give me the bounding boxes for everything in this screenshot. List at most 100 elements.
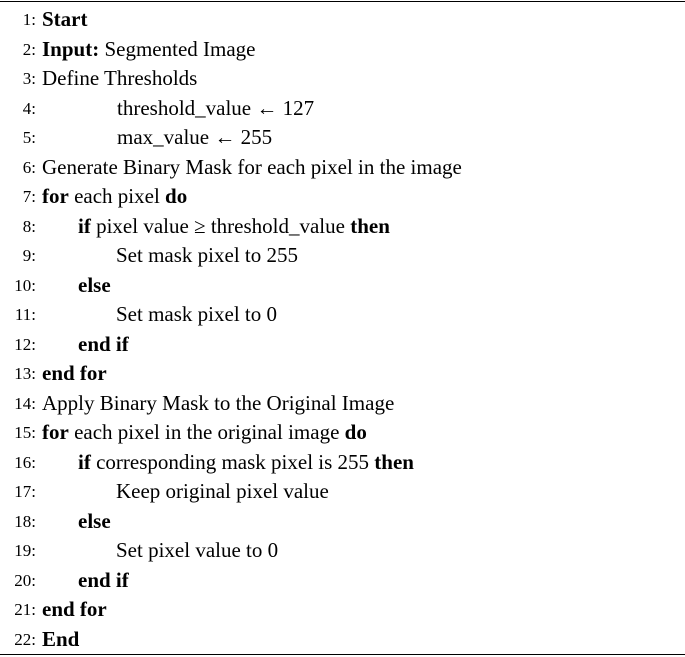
keyword: then (374, 449, 414, 474)
statement-text: Segmented Image (99, 36, 256, 61)
line-number: 13: (14, 364, 36, 383)
algorithm-line: 19: Set pixel value to 0 (0, 536, 685, 566)
algorithm-line: 15: for each pixel in the original image … (0, 418, 685, 448)
algorithm-line: 4: threshold_value ← 127 (0, 94, 685, 124)
line-text: Keep original pixel value (116, 477, 329, 507)
line-text: if pixel value ≥ threshold_value then (78, 212, 390, 242)
line-number: 22: (14, 629, 36, 649)
line-number: 10: (14, 275, 36, 295)
keyword: do (165, 184, 188, 208)
algorithm-line: 18: else (0, 507, 685, 537)
algorithm-line: 6: Generate Binary Mask for each pixel in… (0, 153, 685, 183)
keyword: end for (42, 597, 107, 621)
keyword: if (78, 449, 91, 474)
statement-text: pixel value ≥ threshold_value (90, 213, 351, 238)
keyword: End (42, 626, 80, 651)
statement-text: Apply Binary Mask to the Original Image (42, 390, 395, 415)
keyword: end if (78, 331, 129, 356)
line-text: end if (78, 330, 129, 360)
line-number: 12: (14, 334, 36, 354)
algorithm-line: 1: Start (0, 5, 685, 35)
keyword: else (78, 508, 111, 533)
keyword: end if (78, 567, 129, 592)
line-text: End (42, 625, 79, 655)
statement-text: Keep original pixel value (116, 479, 329, 503)
line-number: 15: (14, 423, 36, 442)
keyword: end for (42, 361, 107, 385)
line-text: Set mask pixel to 0 (116, 300, 277, 330)
algorithm-line: 16: if corresponding mask pixel is 255 th… (0, 448, 685, 478)
line-text: for each pixel do (42, 182, 187, 212)
statement-text: threshold_value ← 127 (117, 95, 315, 120)
keyword: do (344, 420, 367, 444)
line-number: 6: (22, 157, 36, 177)
line-number: 2: (22, 39, 36, 59)
statement-text: Set mask pixel to 0 (116, 302, 277, 326)
line-number: 7: (22, 187, 36, 206)
line-text: for each pixel in the original image do (42, 418, 367, 448)
keyword: if (78, 213, 91, 238)
algorithm-line: 10: else (0, 271, 685, 301)
keyword: then (350, 213, 390, 238)
line-text: Apply Binary Mask to the Original Image (42, 389, 394, 419)
line-text: else (78, 271, 111, 301)
line-text: max_value ← 255 (117, 123, 272, 153)
statement-text: Set pixel value to 0 (116, 538, 279, 562)
line-text: end for (42, 595, 107, 625)
statement-text: Define Thresholds (42, 66, 198, 90)
top-rule (0, 1, 685, 2)
line-number: 3: (22, 69, 36, 88)
line-number: 8: (22, 216, 36, 236)
line-text: Define Thresholds (42, 64, 197, 94)
algorithm-line: 20: end if (0, 566, 685, 596)
algorithm-line: 17: Keep original pixel value (0, 477, 685, 507)
line-number: 20: (14, 570, 36, 590)
bottom-rule (0, 654, 685, 655)
keyword: Input: (42, 36, 100, 61)
line-number: 18: (14, 511, 36, 531)
algorithm-line: 11: Set mask pixel to 0 (0, 300, 685, 330)
keyword: for (42, 420, 69, 444)
line-number: 1: (22, 10, 36, 29)
line-number: 9: (22, 246, 36, 265)
line-text: else (78, 507, 111, 537)
line-text: Set mask pixel to 255 (116, 241, 298, 271)
line-number: 5: (22, 128, 36, 147)
line-text: threshold_value ← 127 (117, 94, 314, 124)
algorithm-line: 22: End (0, 625, 685, 655)
line-text: Generate Binary Mask for each pixel in t… (42, 153, 462, 183)
line-text: end for (42, 359, 107, 389)
line-number: 4: (22, 98, 36, 118)
line-number: 11: (14, 305, 36, 324)
statement-text: each pixel (68, 184, 166, 208)
statement-text: corresponding mask pixel is 255 (90, 449, 375, 474)
algorithm-lines: 1: Start 2: Input: Segmented Image 3: Define … (0, 5, 685, 654)
algorithm-line: 7: for each pixel do (0, 182, 685, 212)
statement-text: Generate Binary Mask for each pixel in t… (42, 154, 462, 179)
line-text: end if (78, 566, 129, 596)
line-number: 21: (14, 600, 36, 619)
line-text: Input: Segmented Image (42, 35, 255, 65)
algorithm-line: 14: Apply Binary Mask to the Original Ima… (0, 389, 685, 419)
algorithm-line: 13: end for (0, 359, 685, 389)
statement-text: max_value ← 255 (117, 125, 273, 149)
algorithm-line: 21: end for (0, 595, 685, 625)
algorithm-line: 12: end if (0, 330, 685, 360)
keyword: for (42, 184, 69, 208)
line-number: 17: (14, 482, 36, 501)
line-text: Start (42, 5, 88, 35)
algorithm-line: 9: Set mask pixel to 255 (0, 241, 685, 271)
algorithm-line: 2: Input: Segmented Image (0, 35, 685, 65)
line-text: Set pixel value to 0 (116, 536, 278, 566)
line-number: 14: (14, 393, 36, 413)
algorithm-line: 3: Define Thresholds (0, 64, 685, 94)
line-text: if corresponding mask pixel is 255 then (78, 448, 414, 478)
line-number: 16: (14, 452, 36, 472)
algorithm-line: 5: max_value ← 255 (0, 123, 685, 153)
statement-text: each pixel in the original image (68, 420, 345, 444)
line-number: 19: (14, 541, 36, 560)
algorithm-line: 8: if pixel value ≥ threshold_value then (0, 212, 685, 242)
statement-text: Set mask pixel to 255 (116, 243, 298, 267)
keyword: else (78, 272, 111, 297)
